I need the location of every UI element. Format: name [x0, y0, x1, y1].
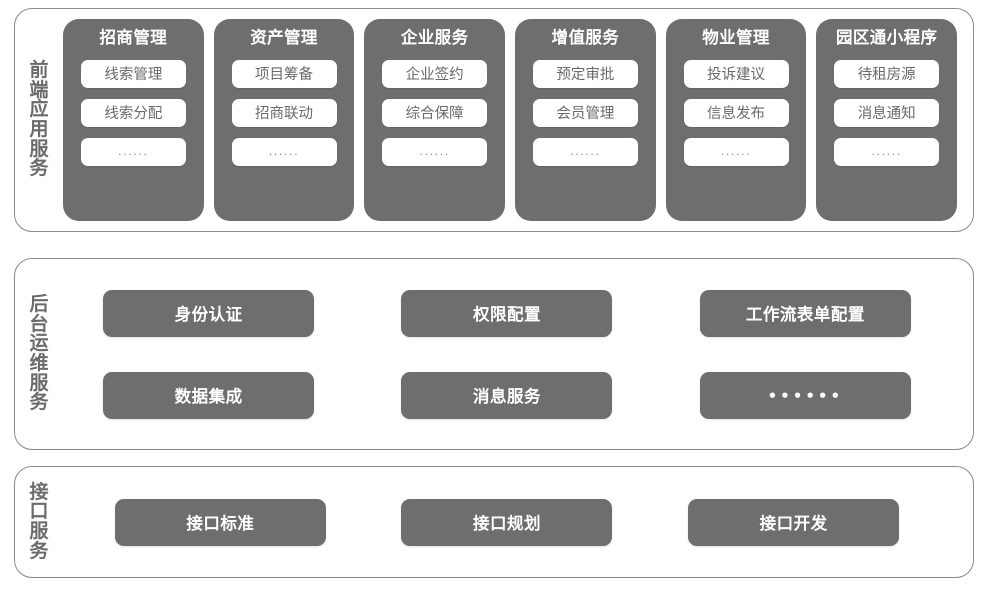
app-module-item[interactable]: 线索管理 — [80, 59, 186, 88]
side-label-char: 服 — [29, 371, 49, 394]
app-module-card[interactable]: 企业服务企业签约综合保障 ······ — [364, 19, 506, 221]
service-button[interactable]: 身份认证 — [103, 289, 315, 337]
app-module-title: 增值服务 — [551, 28, 620, 47]
app-module-item[interactable]: 线索分配 — [80, 98, 186, 127]
section-label-api: 接口服务 — [15, 467, 63, 577]
app-module-card[interactable]: 招商管理线索管理线索分配 ······ — [63, 19, 204, 221]
side-label-char: 应 — [29, 98, 49, 121]
side-label-char: 台 — [29, 312, 49, 335]
app-module-item[interactable]: 综合保障 — [382, 98, 488, 127]
app-module-card[interactable]: 增值服务预定审批会员管理 ······ — [515, 19, 656, 221]
app-module-more-item[interactable]: ······ — [683, 137, 789, 166]
side-label-char: 后 — [29, 293, 49, 316]
app-module-title: 物业管理 — [702, 28, 770, 47]
api-service-grid: 接口标准 接口规划 接口开发 — [63, 467, 973, 577]
section-label-backend: 后台运维服务 — [15, 259, 63, 449]
side-label-char: 务 — [29, 157, 49, 180]
app-module-item-list: 项目筹备招商联动 ······ — [225, 59, 344, 166]
service-button[interactable]: 工作流表单配置 — [699, 289, 911, 337]
side-label-char: 口 — [29, 500, 49, 523]
app-module-item[interactable]: 信息发布 — [683, 98, 789, 127]
app-module-card[interactable]: 物业管理投诉建议信息发布 ······ — [665, 19, 807, 221]
section-backend-ops-services: 后台运维服务 身份认证 权限配置 工作流表单配置数据集成 消息服务 •••••• — [14, 258, 974, 450]
side-label-char: 服 — [29, 137, 49, 160]
app-module-item[interactable]: 消息通知 — [834, 98, 940, 127]
app-module-more-item[interactable]: ······ — [532, 137, 638, 166]
app-module-item-list: 线索管理线索分配 ······ — [74, 59, 193, 166]
app-module-item-list: 待租房源消息通知 ······ — [827, 59, 946, 166]
app-module-card[interactable]: 园区通小程序待租房源消息通知 ······ — [816, 19, 958, 221]
side-label-char: 前 — [29, 59, 49, 82]
app-module-more-item[interactable]: ······ — [382, 137, 488, 166]
section-api-services: 接口服务 接口标准 接口规划 接口开发 — [14, 466, 974, 578]
app-module-card[interactable]: 资产管理项目筹备招商联动 ······ — [213, 19, 355, 221]
service-button[interactable]: 接口开发 — [688, 498, 900, 546]
app-module-more-item[interactable]: ······ — [834, 137, 940, 166]
section-frontend-app-services: 前端应用服务 招商管理线索管理线索分配 ······ 资产管理项目筹备招商联动 ···… — [14, 8, 974, 232]
backend-service-grid: 身份认证 权限配置 工作流表单配置数据集成 消息服务 •••••• — [63, 259, 973, 449]
side-label-char: 用 — [29, 118, 49, 140]
app-module-title: 资产管理 — [250, 28, 318, 47]
side-label-char: 维 — [29, 352, 49, 374]
side-label-char: 服 — [29, 520, 49, 542]
app-module-item[interactable]: 企业签约 — [382, 59, 488, 88]
service-button[interactable]: 数据集成 — [103, 371, 315, 419]
side-label-char: 接 — [29, 480, 49, 503]
side-label-char: 运 — [29, 332, 49, 355]
app-module-item[interactable]: 项目筹备 — [231, 59, 337, 88]
app-module-title: 招商管理 — [99, 28, 168, 47]
app-module-item[interactable]: 投诉建议 — [683, 59, 789, 88]
app-module-item[interactable]: 会员管理 — [532, 98, 638, 127]
service-button-more[interactable]: •••••• — [699, 371, 911, 419]
side-label-char: 端 — [29, 78, 49, 101]
service-button[interactable]: 消息服务 — [401, 371, 613, 419]
frontend-cards-row: 招商管理线索管理线索分配······资产管理项目筹备招商联动······企业服务… — [63, 9, 973, 231]
app-module-item[interactable]: 待租房源 — [834, 59, 940, 88]
service-button[interactable]: 接口规划 — [401, 498, 613, 546]
app-module-more-item[interactable]: ······ — [231, 137, 337, 166]
app-module-title: 园区通小程序 — [835, 28, 938, 47]
app-module-item[interactable]: 预定审批 — [532, 59, 638, 88]
service-button[interactable]: 接口标准 — [114, 498, 326, 546]
service-button[interactable]: 权限配置 — [401, 289, 613, 337]
side-label-char: 务 — [29, 539, 49, 562]
app-module-more-item[interactable]: ······ — [80, 137, 186, 166]
app-module-item-list: 投诉建议信息发布 ······ — [677, 59, 796, 166]
app-module-item-list: 预定审批会员管理 ······ — [526, 59, 645, 166]
app-module-item-list: 企业签约综合保障 ······ — [375, 59, 494, 166]
app-module-item[interactable]: 招商联动 — [231, 98, 337, 127]
side-label-char: 务 — [29, 391, 49, 414]
section-label-frontend: 前端应用服务 — [15, 9, 63, 231]
app-module-title: 企业服务 — [400, 28, 469, 47]
